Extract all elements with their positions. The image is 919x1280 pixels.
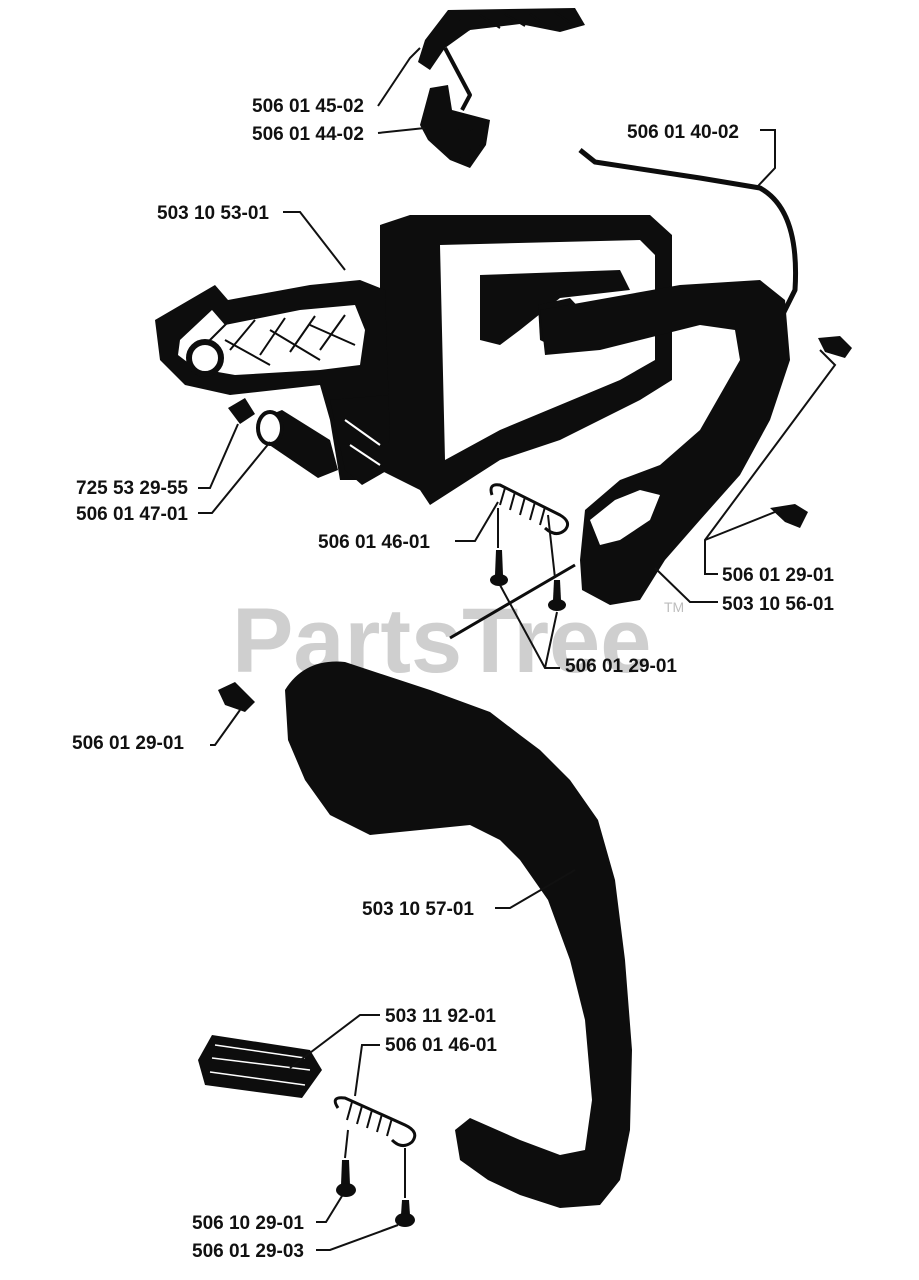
label-506-01-29-01-left: 506 01 29-01 [72, 733, 184, 754]
label-506-01-29-01-center: 506 01 29-01 [565, 656, 677, 677]
left-screw-part [218, 682, 255, 712]
label-725-53-29-55: 725 53 29-55 [76, 478, 188, 499]
label-506-01-29-01-right: 506 01 29-01 [722, 565, 834, 586]
rubber-pad-part [198, 1035, 322, 1098]
label-506-01-46-01-lower: 506 01 46-01 [385, 1035, 497, 1056]
lower-spring-part [333, 1096, 417, 1147]
label-506-01-47-01: 506 01 47-01 [76, 504, 188, 525]
watermark-tm: TM [664, 599, 684, 615]
label-503-10-53-01: 503 10 53-01 [157, 203, 269, 224]
leader-lines [198, 47, 837, 1251]
handle-housing-part [155, 215, 790, 605]
label-503-10-57-01: 503 10 57-01 [362, 899, 474, 920]
label-503-10-56-01: 503 10 56-01 [722, 594, 834, 615]
throttle-lock-part [420, 85, 490, 168]
label-506-01-45-02: 506 01 45-02 [252, 96, 364, 117]
label-506-01-44-02: 506 01 44-02 [252, 124, 364, 145]
part-labels: 506 01 45-02 506 01 44-02 506 01 40-02 5… [72, 96, 834, 1262]
label-506-01-29-03: 506 01 29-03 [192, 1241, 304, 1262]
upper-spring-part [489, 483, 570, 535]
bolt-sleeve-part [228, 398, 338, 478]
lower-screws-part [336, 1160, 415, 1227]
throttle-lever-part [418, 8, 585, 111]
front-handle-part [285, 661, 632, 1208]
throttle-rod-part [578, 148, 799, 322]
label-506-01-46-01-upper: 506 01 46-01 [318, 532, 430, 553]
label-506-01-40-02: 506 01 40-02 [627, 122, 739, 143]
label-503-11-92-01: 503 11 92-01 [385, 1006, 496, 1027]
label-506-10-29-01: 506 10 29-01 [192, 1213, 304, 1234]
